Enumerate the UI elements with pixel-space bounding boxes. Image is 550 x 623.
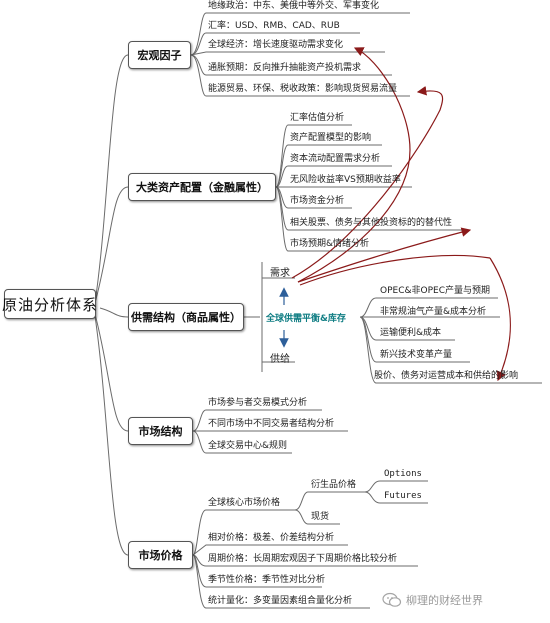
- macro-item-4: 通胀预期：反向推升抽能资产投机需求: [208, 63, 362, 73]
- feedback-arrow-1: [297, 47, 411, 283]
- asset-item-3: 资本流动配置需求分析: [290, 154, 381, 164]
- macro-item-2: 汇率：USD、RMB、CAD、RUB: [208, 21, 340, 31]
- price-item-2: 周期价格：长周期宏观因子下周期价格比较分析: [208, 554, 398, 564]
- asset-item-1: 汇率估值分析: [290, 113, 345, 123]
- price-spot: 现货: [311, 512, 330, 522]
- supply-label: 供给: [270, 354, 290, 365]
- feedback-arrow-3: [297, 227, 472, 283]
- feedback-arrow-4: [489, 257, 512, 382]
- supply-item-2: 非常规油气产量&成本分析: [380, 307, 487, 317]
- demand-label: 需求: [270, 268, 290, 279]
- category-structure: 市场结构: [128, 417, 193, 445]
- feedback-arrow-5: [299, 254, 491, 286]
- supply-item-5: 股价、债务对运营成本和供给的影响: [374, 371, 519, 381]
- macro-item-3: 全球经济：增长速度驱动需求变化: [208, 40, 344, 50]
- supply-item-3: 运输便利&成本: [380, 328, 442, 338]
- asset-item-5: 市场资金分析: [290, 196, 345, 206]
- link-root-structure: [94, 313, 129, 432]
- balance-inventory-label: 全球供需平衡&库存: [266, 314, 346, 324]
- price-core: 全球核心市场价格: [208, 498, 281, 508]
- wechat-icon: [382, 592, 402, 607]
- category-price: 市场价格: [128, 541, 193, 569]
- feedback-arrow-2: [291, 86, 444, 279]
- link-root-supply: [99, 307, 129, 318]
- asset-item-6: 相关股票、债务与其他投资标的的替代性: [290, 218, 453, 228]
- category-asset: 大类资产配置（金融属性）: [128, 173, 276, 201]
- asset-item-2: 资产配置模型的影响: [290, 133, 372, 143]
- price-options: Options: [384, 469, 422, 479]
- price-item-3: 季节性价格：季节性对比分析: [208, 575, 326, 585]
- macro-item-5: 能源贸易、环保、税收政策：影响现货贸易流量: [208, 84, 398, 94]
- link-root-price: [94, 315, 129, 556]
- structure-item-1: 市场参与者交易模式分析: [208, 398, 308, 408]
- asset-item-7: 市场预期&情绪分析: [290, 239, 370, 249]
- price-item-1: 相对价格：极差、价差结构分析: [208, 533, 335, 543]
- supply-item-4: 新兴技术变革产量: [380, 350, 453, 360]
- price-futures: Futures: [384, 491, 422, 501]
- root-node: 原油分析体系: [2, 289, 97, 319]
- link-root-macro: [94, 54, 129, 304]
- structure-item-2: 不同市场中不同交易者结构分析: [208, 419, 335, 429]
- price-derivative: 衍生品价格: [311, 480, 357, 490]
- watermark-text: 柳理的财经世界: [406, 594, 483, 607]
- category-macro: 宏观因子: [128, 41, 191, 69]
- link-root-asset: [94, 186, 129, 304]
- structure-item-3: 全球交易中心&规则: [208, 441, 288, 451]
- asset-item-4: 无风险收益率VS预期收益率: [290, 175, 401, 185]
- price-item-4: 统计量化：多变量因素组合量化分析: [208, 596, 353, 606]
- macro-item-1: 地缘政治：中东、美俄中等外交、军事变化: [208, 1, 380, 11]
- supply-item-1: OPEC&非OPEC产量与预期: [380, 286, 490, 296]
- category-supply: 供需结构（商品属性）: [128, 303, 244, 331]
- watermark: 柳理的财经世界: [382, 592, 483, 608]
